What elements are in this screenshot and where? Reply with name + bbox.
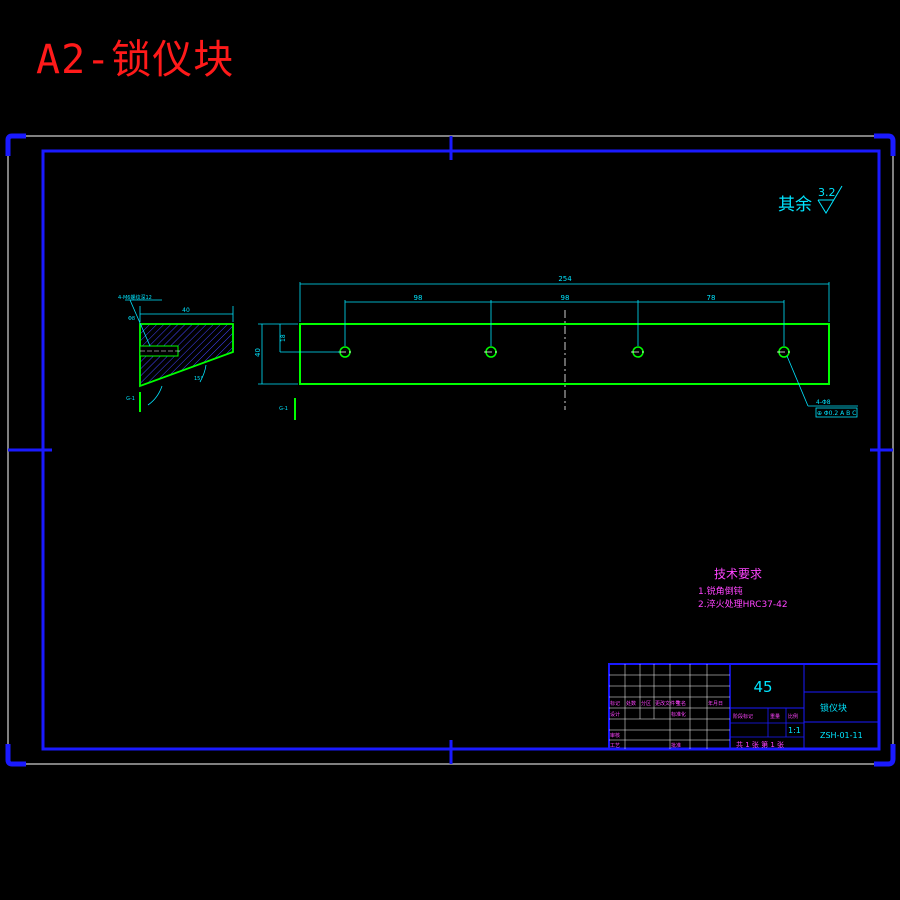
tb-header-1: 处数 xyxy=(626,700,636,707)
dim-hole-offset: 18 xyxy=(280,334,287,342)
section-hole-note: 4-M6螺纹深12 xyxy=(118,294,152,301)
tech-item-1: 1.锐角倒钝 xyxy=(698,585,743,597)
section-view: 40 4-M6螺纹深12 Φ8 15° G-1 xyxy=(118,294,234,412)
tech-heading: 技术要求 xyxy=(714,567,762,581)
tb-row-design: 设计 xyxy=(610,711,620,718)
bar-holes xyxy=(339,346,790,358)
tb-scale: 1:1 xyxy=(788,726,801,735)
tb-stage: 阶段标记 xyxy=(733,713,753,720)
cut-label-left: G-1 xyxy=(126,396,135,402)
tb-std: 标准化 xyxy=(671,711,686,718)
section-angle: 15° xyxy=(194,376,203,382)
tb-weight: 重量 xyxy=(770,713,780,720)
tolerance-frame: ⊕ Φ0.2 A B C xyxy=(817,410,856,417)
tb-header-2: 分区 xyxy=(641,700,651,707)
tb-drawing-no: ZSH-01-11 xyxy=(820,731,863,740)
tb-header-4: 签名 xyxy=(676,700,686,707)
section-outline xyxy=(139,323,234,388)
section-hole-dia: Φ8 xyxy=(128,316,135,322)
dim-spacing-2: 98 xyxy=(561,294,570,302)
drawing-frame xyxy=(5,133,896,767)
dim-overall: 254 xyxy=(558,275,572,283)
tb-row-process: 工艺 xyxy=(610,743,620,749)
tech-item-2: 2.淬火处理HRC37-42 xyxy=(698,598,788,610)
tb-material: 45 xyxy=(753,678,772,696)
dim-spacing-3: 78 xyxy=(707,294,716,302)
tb-scale-label: 比例 xyxy=(788,713,798,720)
section-width: 40 xyxy=(182,307,190,314)
tb-header-5: 年月日 xyxy=(708,700,723,707)
cut-label-right: G-1 xyxy=(279,406,288,412)
surface-roughness: 3.2 xyxy=(818,186,836,199)
dim-spacing-1: 98 xyxy=(414,294,423,302)
tb-part-name: 锁仪块 xyxy=(820,702,847,714)
tb-header-3: 更改文件号 xyxy=(655,700,680,707)
tb-row-review: 审核 xyxy=(610,732,620,739)
surface-prefix: 其余 xyxy=(778,195,812,215)
surface-finish-note: 其余 3.2 xyxy=(778,185,843,215)
dim-height: 40 xyxy=(254,348,262,357)
tb-sheet-info: 共 1 张 第 1 张 xyxy=(736,740,784,749)
tb-header-0: 标记 xyxy=(610,700,620,707)
tb-approve: 批准 xyxy=(671,742,681,749)
title-block: 标记 处数 分区 更改文件号 签名 年月日 设计 审核 工艺 标准化 批准 阶段… xyxy=(608,663,880,750)
hole-label: 4-Φ8 xyxy=(816,399,831,406)
main-view: 254 98 98 78 40 18 4-Φ8 ⊕ Φ0.2 A B C G-1 xyxy=(254,275,858,420)
technical-requirements: 技术要求 1.锐角倒钝 2.淬火处理HRC37-42 xyxy=(698,567,788,610)
bar-outline xyxy=(299,323,830,385)
sheet-title: A2-锁仪块 xyxy=(36,37,235,83)
